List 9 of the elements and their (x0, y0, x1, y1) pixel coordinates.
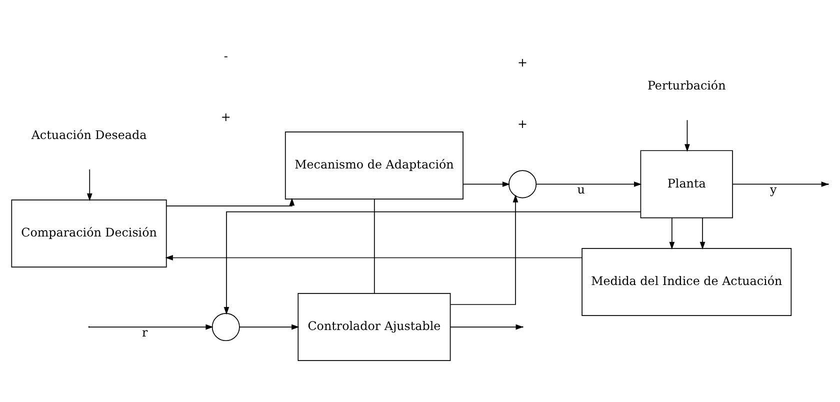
label: + (220, 110, 231, 124)
edge-label: r (142, 326, 148, 340)
edge-label: y (770, 182, 777, 197)
edge-label: u (577, 182, 585, 197)
node-text: Actuación Deseada (31, 128, 147, 142)
label: + (518, 56, 528, 70)
label: + (518, 116, 528, 131)
node-text: Perturbación (647, 78, 726, 93)
label: - (224, 48, 228, 63)
